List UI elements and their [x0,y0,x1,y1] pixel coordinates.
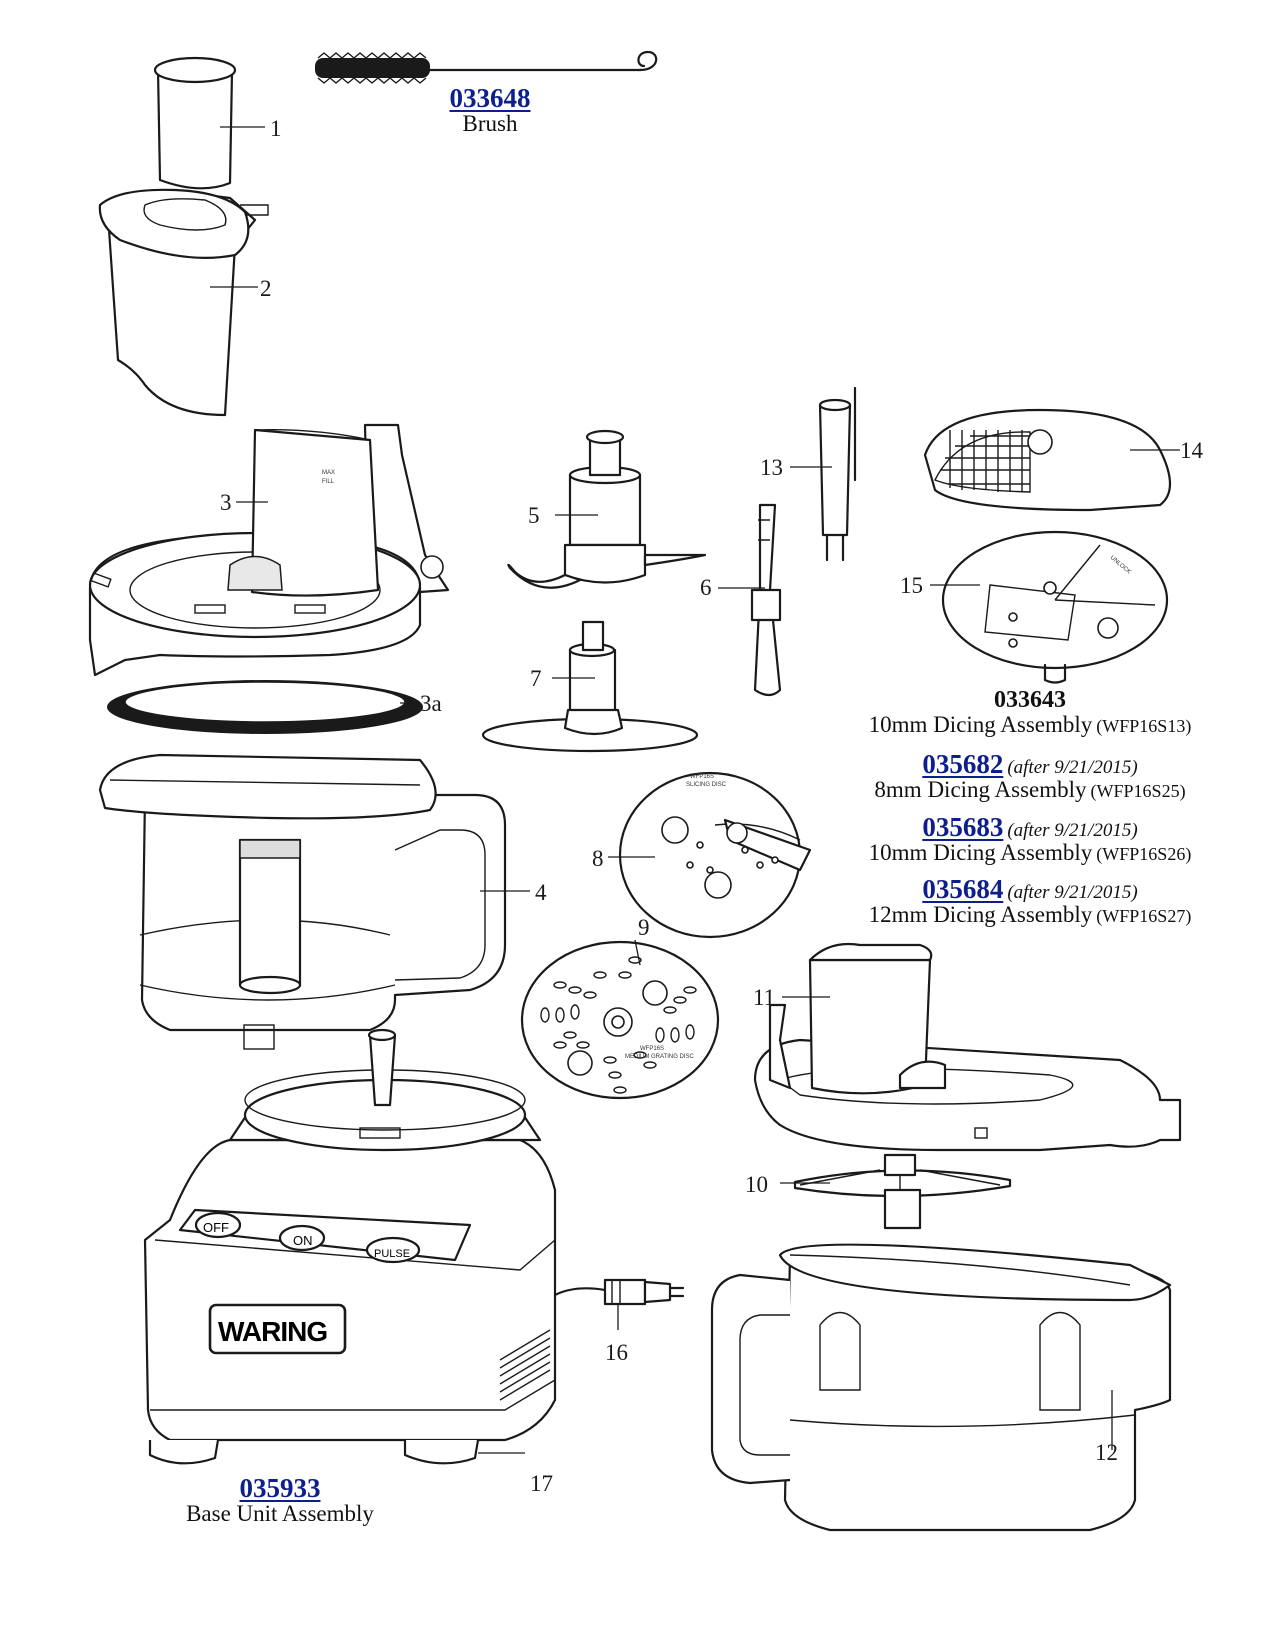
bowl-cover[interactable]: MAX FILL [88,423,450,677]
svg-text:7: 7 [530,666,542,691]
disc-stem[interactable] [780,1153,1012,1230]
grating-disc[interactable]: WFP16S MEDIUM GRATING DISC [520,939,720,1100]
dicing-kit-035684: 035684 (after 9/21/2015) 12mm Dicing Ass… [850,875,1210,927]
svg-text:6: 6 [700,575,712,600]
svg-text:FILL: FILL [322,479,335,485]
svg-text:17: 17 [530,1471,553,1496]
svg-text:SLICING DISC: SLICING DISC [686,782,727,788]
dicing-kit-part-link[interactable]: 035682 [922,749,1004,779]
svg-text:13: 13 [760,455,783,480]
power-cord[interactable] [553,1278,685,1330]
chopping-blade[interactable] [507,429,707,589]
svg-text:MEDIUM GRATING DISC: MEDIUM GRATING DISC [625,1054,695,1060]
dicing-kit-035682: 035682 (after 9/21/2015) 8mm Dicing Asse… [850,750,1210,802]
svg-text:11: 11 [753,985,775,1010]
svg-text:8: 8 [592,846,604,871]
dicing-kit-model: (WFP16S26) [1096,844,1192,865]
brush-name: Brush [462,111,518,137]
svg-text:WARING: WARING [218,1316,327,1347]
dicing-kit-desc: 10mm Dicing Assembly [868,840,1093,866]
dicing-grid[interactable] [923,408,1180,512]
svg-text:14: 14 [1180,438,1204,463]
dicing-kit-desc: 12mm Dicing Assembly [868,902,1093,928]
brush-part-link[interactable]: 033648 [449,83,531,113]
base-unit-name: Base Unit Assembly [186,1501,374,1527]
lid-gasket[interactable] [107,680,423,734]
callout-numbers: 1 2 3 3a 4 5 6 7 8 9 10 11 12 13 14 15 1… [220,116,1204,1496]
svg-text:1: 1 [270,116,282,141]
dicing-cover[interactable] [753,942,1182,1152]
dicing-kit-note: (after 9/21/2015) [1007,757,1138,778]
dicing-kit-model: (WFP16S27) [1096,906,1192,927]
svg-text:WFP16S: WFP16S [640,1046,664,1052]
svg-text:5: 5 [528,503,540,528]
dicing-kit-note: (after 9/21/2015) [1007,820,1138,841]
base-unit-part-link[interactable]: 035933 [239,1473,321,1503]
dicing-shaft[interactable] [790,386,857,562]
svg-text:4: 4 [535,880,547,905]
base-unit-motor[interactable]: OFF ON PULSE WARING [143,1028,557,1465]
svg-text:PULSE: PULSE [374,1248,410,1260]
large-food-pusher[interactable] [98,188,269,417]
svg-text:12: 12 [1095,1440,1118,1465]
dicing-kit-model: (WFP16S25) [1090,781,1186,802]
svg-text:16: 16 [605,1340,628,1365]
svg-text:3: 3 [220,490,232,515]
svg-text:9: 9 [638,915,650,940]
svg-text:15: 15 [900,573,923,598]
dicing-kit-part-link[interactable]: 035684 [922,874,1004,904]
dicing-kit-note: (after 9/21/2015) [1007,882,1138,903]
svg-text:10: 10 [745,1172,768,1197]
svg-text:3a: 3a [420,691,442,716]
dicing-kit-desc: 10mm Dicing Assembly [868,712,1093,738]
small-food-pusher[interactable] [153,56,265,190]
dough-blade[interactable] [481,620,699,753]
dicing-slicing-disc[interactable]: UNLOCK [930,530,1169,684]
dicing-kit-033643: 033643 10mm Dicing Assembly (WFP16S13) [850,687,1210,738]
slicing-disc[interactable]: WFP16S SLICING DISC [608,771,812,939]
dicing-kit-desc: 8mm Dicing Assembly [874,777,1087,803]
base-unit-label: 035933 Base Unit Assembly [165,1474,395,1526]
svg-text:WFP16S: WFP16S [690,774,714,780]
work-bowl[interactable] [98,753,530,1050]
dicing-kit-part-number: 033643 [994,687,1066,713]
dicing-kit-model: (WFP16S13) [1096,716,1192,737]
svg-text:OFF: OFF [203,1220,229,1235]
dicing-kit-part-link[interactable]: 035683 [922,812,1004,842]
brush-label: 033648 Brush [405,84,575,136]
brush-illustration[interactable] [315,50,658,84]
svg-text:ON: ON [293,1233,313,1248]
dicing-bowl[interactable] [710,1243,1172,1532]
dicing-kit-035683: 035683 (after 9/21/2015) 10mm Dicing Ass… [850,813,1210,865]
svg-text:2: 2 [260,276,272,301]
svg-text:MAX: MAX [322,470,335,476]
disc-drive-adapter[interactable] [718,503,782,697]
